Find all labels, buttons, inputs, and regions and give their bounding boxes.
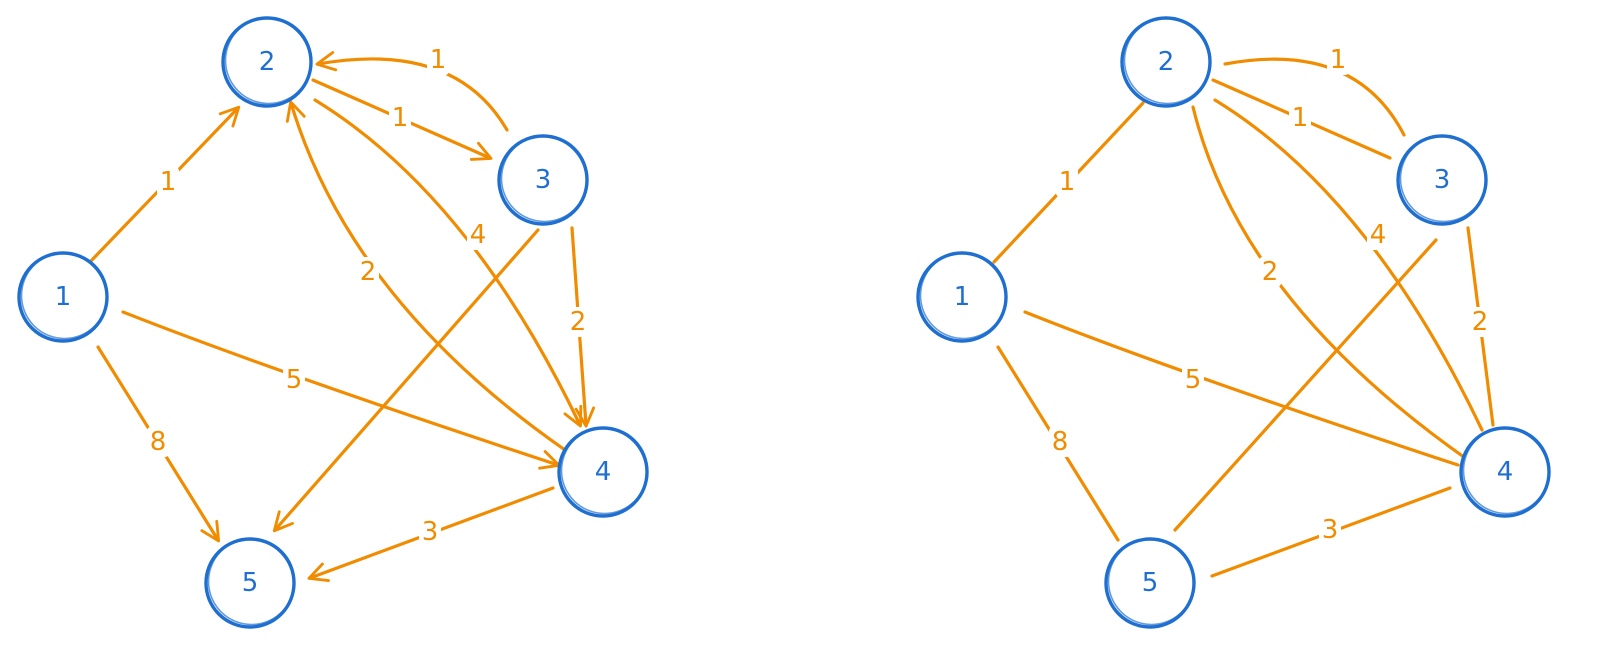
edge-weight-3-2: 1	[430, 45, 447, 75]
edge-weight-1-4: 5	[1185, 365, 1202, 395]
node-4: 4	[1459, 426, 1551, 518]
node-1: 1	[17, 251, 109, 343]
edge-2-4	[1191, 105, 1470, 462]
edge-label-background	[1319, 515, 1341, 545]
edge-label-background	[467, 220, 489, 250]
edge-4-2	[285, 100, 567, 452]
node-circle-sketch	[560, 426, 649, 515]
edge-weight-3-4: 2	[1472, 307, 1489, 337]
edge-weight-2-4: 4	[470, 220, 487, 250]
edge-weight-4-5: 3	[422, 517, 439, 547]
edge-weight-2-4: 4	[1370, 220, 1387, 250]
edge-label-background	[567, 307, 589, 337]
edge-weight-1-2: 1	[1059, 167, 1076, 197]
edge-weight-3-4: 2	[570, 307, 587, 337]
edge-label-background	[1049, 427, 1071, 457]
edge-weight-1-4: 5	[286, 365, 303, 395]
node-5: 5	[204, 537, 296, 629]
node-label: 4	[1497, 457, 1514, 487]
edge-layer	[88, 51, 596, 582]
edge-weight-2-3: 1	[1292, 103, 1309, 133]
edge-label-background	[1259, 257, 1281, 287]
edge-weight-4-2: 2	[360, 257, 377, 287]
node-label: 2	[259, 47, 276, 77]
edge-weight-2-3: 1	[1330, 45, 1347, 75]
node-layer: 1 2 3 4 5	[17, 16, 649, 629]
node-2: 2	[221, 16, 313, 108]
node-5: 5	[1104, 537, 1196, 629]
node-label: 3	[535, 165, 552, 195]
edge-label-background	[157, 167, 179, 197]
edge-label-background	[419, 517, 441, 547]
node-circle-sketch	[1107, 537, 1196, 626]
edge-weight-4-5: 3	[1322, 515, 1339, 545]
edge-layer	[992, 57, 1495, 578]
edge-2-4	[1213, 98, 1484, 432]
edge-3-5	[1173, 238, 1438, 532]
edge-weight-1-5: 8	[1052, 427, 1069, 457]
node-1: 1	[916, 251, 1008, 343]
node-circle-sketch	[1462, 426, 1551, 515]
edge-3-5	[272, 228, 540, 533]
node-circle-sketch	[224, 16, 313, 105]
edge-label-background	[389, 103, 411, 133]
node-label: 4	[595, 457, 612, 487]
edge-label-background	[1182, 365, 1204, 395]
node-circle-sketch	[1123, 16, 1212, 105]
edge-weight-1-5: 8	[150, 427, 167, 457]
node-3: 3	[497, 134, 589, 226]
edge-label-background	[1469, 307, 1491, 337]
node-label: 1	[55, 282, 72, 312]
node-label: 1	[954, 282, 971, 312]
node-2: 2	[1120, 16, 1212, 108]
edge-label-background	[1367, 220, 1389, 250]
edge-label-background	[147, 427, 169, 457]
node-3: 3	[1396, 134, 1488, 226]
edge-label-background	[283, 365, 305, 395]
node-label: 5	[1142, 568, 1159, 598]
node-label: 3	[1434, 165, 1451, 195]
node-4: 4	[557, 426, 649, 518]
edge-1-4	[121, 310, 561, 470]
node-circle-sketch	[919, 251, 1008, 340]
node-circle-sketch	[1399, 134, 1488, 223]
edge-weight-2-4: 2	[1262, 257, 1279, 287]
node-layer: 1 2 3 4 5	[916, 16, 1551, 629]
node-label: 2	[1158, 47, 1175, 77]
edge-1-4	[1023, 310, 1460, 467]
edge-label-background	[1056, 167, 1078, 197]
node-circle-sketch	[20, 251, 109, 340]
edge-2-4	[313, 98, 583, 428]
edge-weight-1-2: 1	[160, 167, 177, 197]
node-circle-sketch	[207, 537, 296, 626]
edge-label-background	[357, 257, 379, 287]
node-circle-sketch	[500, 134, 589, 223]
edge-label-background	[1289, 103, 1311, 133]
edge-label-background	[427, 45, 449, 75]
node-label: 5	[242, 568, 259, 598]
edge-label-background	[1327, 45, 1349, 75]
edge-weight-2-3: 1	[392, 103, 409, 133]
